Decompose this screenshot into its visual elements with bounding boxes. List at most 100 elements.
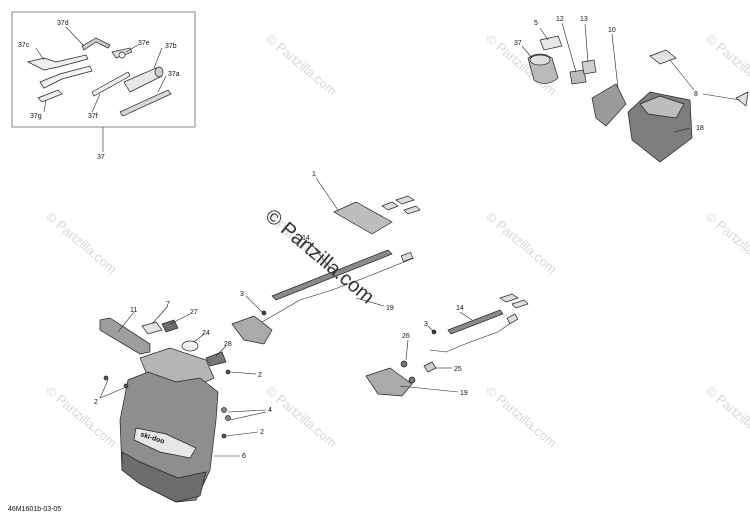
decal-and-light-left: 1 14 19 3 © Partzilla.com: [231, 171, 421, 345]
callout-5: 5: [534, 20, 538, 27]
callout-2: 2: [94, 399, 98, 406]
watermark: © Partzilla.com: [263, 31, 340, 99]
reflector-strip-14[interactable]: [271, 249, 393, 301]
decal-small-b[interactable]: [395, 195, 415, 205]
callout-11: 11: [130, 307, 137, 314]
combination-wrench[interactable]: [39, 65, 93, 89]
leader-line: [35, 47, 45, 61]
decal-and-light-right: 14 3 26 25 19: [365, 293, 529, 397]
leader-line: [611, 33, 619, 89]
screwdriver[interactable]: [119, 89, 172, 117]
extension-bar[interactable]: [91, 71, 131, 97]
leader-line: [459, 311, 473, 321]
screw-3-left[interactable]: [261, 310, 267, 316]
callout-12: 12: [556, 16, 564, 23]
callout-37d: 37d: [57, 20, 69, 27]
callout-37: 37: [514, 40, 522, 47]
decal-small-a[interactable]: [381, 201, 399, 211]
leader-line: [227, 409, 267, 413]
callout-18: 18: [696, 125, 704, 132]
connector-25[interactable]: [423, 361, 437, 373]
callout-10: 10: [608, 27, 616, 34]
small-wrench[interactable]: [37, 89, 63, 103]
watermark: © Partzilla.com: [43, 209, 120, 277]
callout-28: 28: [224, 341, 232, 348]
brand-logo-plate: [133, 427, 197, 459]
leader-line: [521, 45, 533, 59]
decal-small-c[interactable]: [403, 205, 421, 215]
nut-26-b[interactable]: [408, 376, 416, 384]
tool-kit-frame: [11, 11, 196, 128]
callout-37b: 37b: [165, 43, 177, 50]
leader-line: [193, 333, 205, 343]
leader-line: [169, 313, 191, 325]
callout-8: 8: [694, 91, 698, 98]
leader-line: [427, 325, 435, 333]
leader-line: [229, 371, 257, 375]
callout-2: 2: [258, 372, 262, 379]
turn-signal-lamp-right[interactable]: [365, 367, 413, 397]
callout-37f: 37f: [88, 113, 98, 120]
spark-plug-socket[interactable]: [123, 67, 163, 93]
leader-line: [399, 385, 459, 393]
decal-small-e[interactable]: [511, 299, 529, 309]
rear-flap-assembly: ski-doo 11 7 27 24 28 2 2 4 2 6: [94, 301, 272, 503]
bracket-10[interactable]: [591, 83, 627, 127]
reflector-strip-14-right[interactable]: [447, 309, 504, 335]
leader-line: [669, 59, 695, 91]
fastener-12[interactable]: [569, 69, 587, 85]
leader-line: [125, 44, 139, 53]
leader-line: [584, 23, 589, 63]
screw-2[interactable]: [103, 375, 109, 381]
leader-line: [225, 431, 259, 437]
leader-line: [355, 297, 385, 307]
callout-14: 14: [302, 235, 310, 242]
turn-signal-lamp-left[interactable]: [231, 315, 273, 345]
decal-sheet-1[interactable]: [333, 201, 393, 235]
callout-6: 6: [242, 453, 246, 460]
hex-key[interactable]: [81, 37, 111, 51]
nut-4[interactable]: [221, 407, 227, 413]
open-end-wrench[interactable]: [26, 54, 89, 71]
clip-8b[interactable]: [735, 91, 749, 107]
nut-4[interactable]: [225, 415, 231, 421]
callout-26: 26: [402, 333, 410, 340]
leader-line: [245, 295, 263, 313]
screw-2[interactable]: [225, 369, 231, 375]
callout-19: 19: [460, 390, 468, 397]
callout-25: 25: [454, 366, 462, 373]
leader-line: [315, 177, 339, 211]
callout-37c: 37c: [18, 42, 30, 49]
callout-27: 27: [190, 309, 198, 316]
watermark: © Partzilla.com: [43, 383, 120, 451]
callout-37a: 37a: [168, 71, 180, 78]
callout-14: 14: [456, 305, 464, 312]
tool-bag-flap: [639, 95, 685, 119]
decal-small-d[interactable]: [499, 293, 519, 303]
clip-8[interactable]: [649, 49, 677, 65]
fastener-13[interactable]: [581, 59, 597, 75]
wire-harness-19-right: [429, 321, 513, 353]
wire-connector-right[interactable]: [506, 313, 519, 325]
watermark: © Partzilla.com: [483, 209, 560, 277]
callout-37: 37: [97, 154, 105, 161]
screw-2[interactable]: [123, 383, 129, 389]
wire-connector[interactable]: [400, 252, 414, 262]
grommet-24[interactable]: [181, 340, 199, 352]
nut-26-a[interactable]: [400, 360, 408, 368]
leader-line: [215, 345, 227, 357]
mount-bracket-11[interactable]: [99, 317, 151, 355]
screw-2[interactable]: [221, 433, 227, 439]
callout-37e: 37e: [138, 40, 150, 47]
strap-clip[interactable]: [539, 35, 563, 51]
plate-28[interactable]: [205, 351, 227, 367]
watermark: © Partzilla.com: [703, 383, 750, 451]
leader-line: [65, 26, 85, 47]
callout-1: 1: [312, 171, 316, 178]
tool-kit-group: 37d 37c 37e 37b 37a 37f 37g 37: [11, 11, 196, 161]
tool-roll-end: [529, 54, 551, 66]
clip-27[interactable]: [161, 319, 179, 333]
watermark: © Partzilla.com: [703, 31, 750, 99]
decal-7[interactable]: [141, 321, 163, 335]
